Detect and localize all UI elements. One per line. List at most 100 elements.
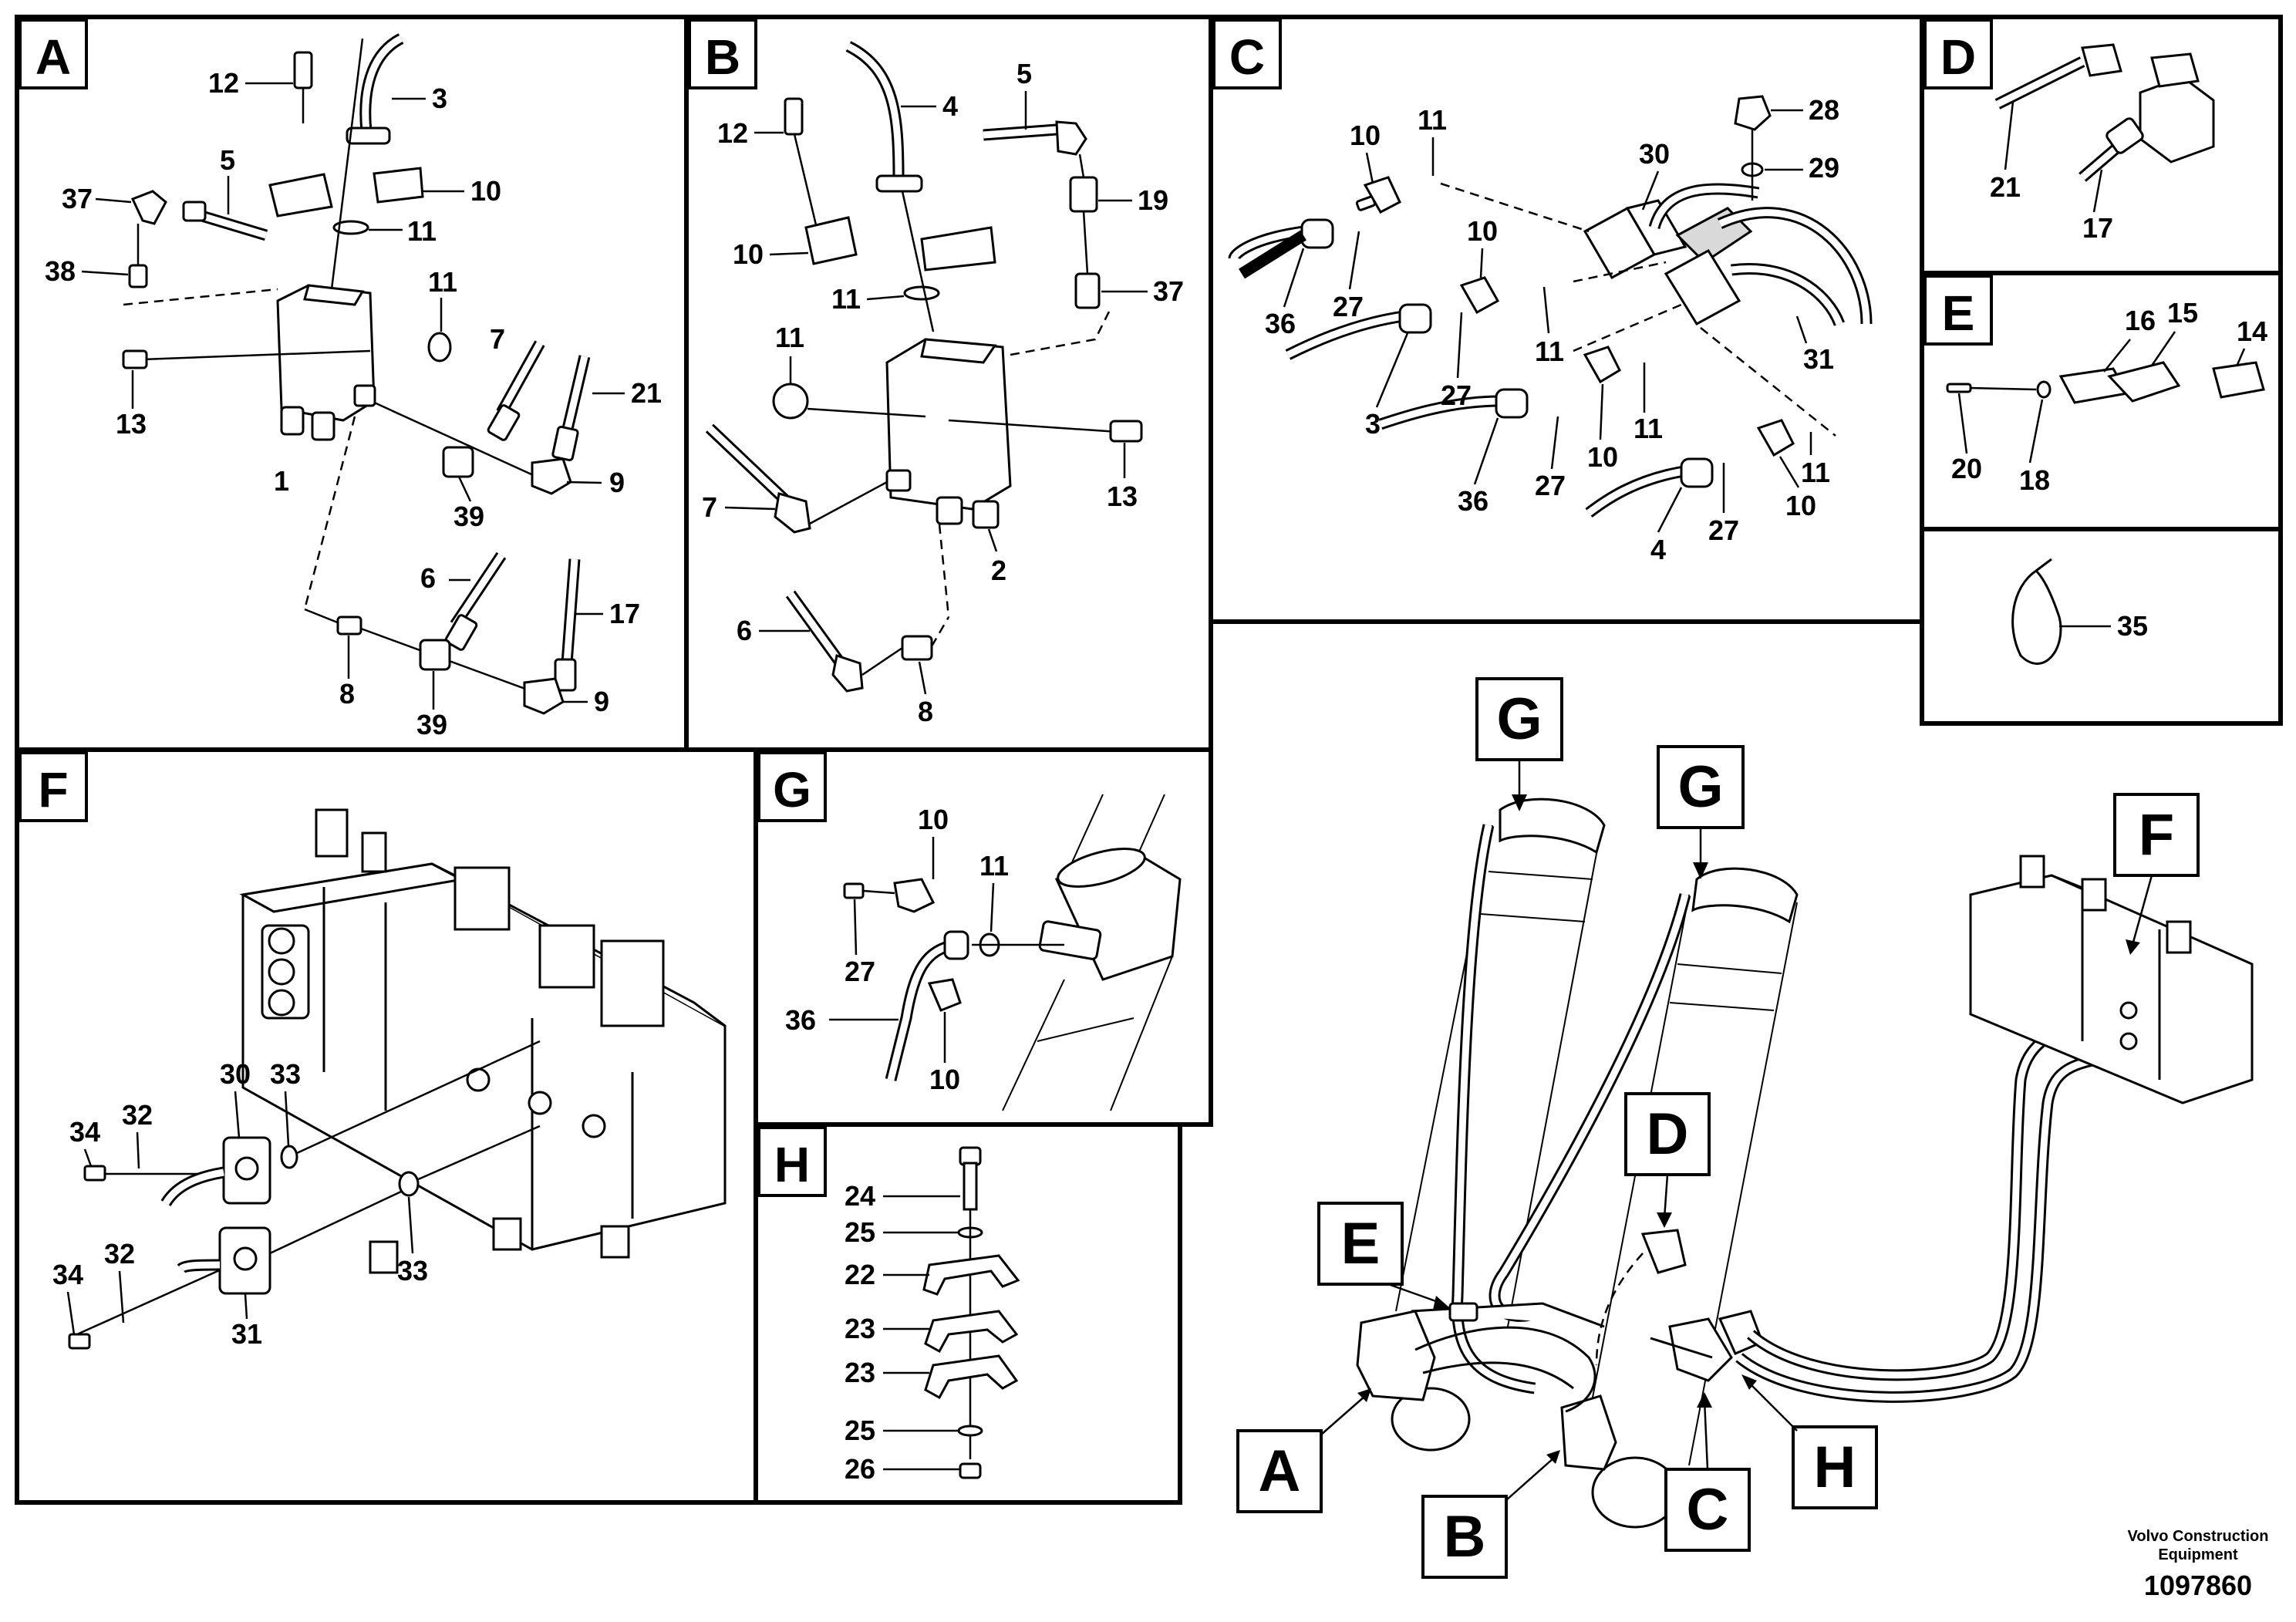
label-h-25-bottom: 25: [845, 1415, 875, 1446]
label-c-11-c: 11: [1633, 413, 1663, 444]
label-c-11-b: 11: [1535, 336, 1564, 367]
label-a-11-top: 11: [407, 215, 437, 247]
label-f-31: 31: [231, 1318, 262, 1350]
label-a-21: 21: [631, 377, 662, 409]
label-a-9-bottom: 9: [594, 686, 609, 717]
label-c-36-a: 36: [1265, 308, 1296, 339]
label-f-30: 30: [220, 1058, 251, 1090]
label-a-6: 6: [420, 562, 436, 594]
label-b-7: 7: [702, 491, 717, 523]
label-g-10-top: 10: [918, 804, 949, 835]
label-b-12: 12: [717, 117, 748, 149]
label-c-28: 28: [1809, 94, 1839, 126]
panel-d-letter: D: [1940, 29, 1976, 85]
label-a-7: 7: [490, 323, 505, 355]
label-e-14: 14: [2237, 315, 2267, 347]
label-h-23-b: 23: [845, 1357, 875, 1388]
panel-f-letter: F: [38, 762, 68, 818]
callout-g-left: G: [1496, 686, 1542, 752]
panel-h-letter: H: [774, 1137, 810, 1192]
label-g-27: 27: [845, 956, 875, 987]
label-c-29: 29: [1809, 152, 1839, 184]
label-e-18: 18: [2019, 464, 2050, 496]
drawing-number: 1097860: [2144, 1570, 2252, 1601]
brand-line-1: Volvo Construction: [2128, 1528, 2269, 1545]
label-h-22: 22: [845, 1259, 875, 1290]
footer: Volvo Construction Equipment 1097860: [2128, 1528, 2269, 1601]
panel-d: D 21 17: [1920, 15, 2283, 275]
label-b-6: 6: [737, 615, 752, 646]
label-c-27-d: 27: [1708, 514, 1739, 546]
label-c-27-b: 27: [1441, 379, 1472, 411]
label-35: 35: [2117, 610, 2148, 642]
panel-c: C: [1209, 15, 1924, 624]
label-f-32-a: 32: [122, 1099, 153, 1131]
label-g-36: 36: [785, 1004, 816, 1036]
callout-g-right: G: [1677, 754, 1723, 820]
label-e-20: 20: [1951, 453, 1982, 484]
label-c-11-a: 11: [1418, 104, 1447, 136]
label-a-10: 10: [470, 175, 501, 207]
label-f-33-a: 33: [270, 1058, 301, 1090]
label-c-31: 31: [1803, 343, 1834, 375]
callout-b: B: [1444, 1504, 1486, 1570]
label-a-1: 1: [274, 465, 289, 497]
callout-h: H: [1814, 1435, 1856, 1500]
label-b-5: 5: [1017, 58, 1032, 89]
panel-cable-tie: 35: [1920, 527, 2283, 726]
label-c-11-d: 11: [1801, 457, 1830, 488]
label-c-3: 3: [1365, 408, 1381, 440]
panel-e: E 16 15 14 20 18: [1920, 271, 2283, 531]
label-b-11-left: 11: [775, 322, 804, 353]
panel-g-letter: G: [773, 762, 811, 818]
label-c-10-c: 10: [1587, 441, 1618, 473]
label-a-12: 12: [208, 67, 239, 99]
panel-f: F: [15, 747, 758, 1505]
label-a-39-top: 39: [453, 501, 484, 532]
label-c-10-d: 10: [1785, 490, 1816, 521]
label-c-36-b: 36: [1458, 485, 1489, 517]
label-a-8: 8: [339, 678, 355, 710]
label-a-9-top: 9: [609, 467, 625, 498]
label-f-34-b: 34: [52, 1259, 83, 1290]
overview-illustration: [1356, 798, 2254, 1529]
panel-a-letter: A: [35, 29, 71, 85]
label-b-8: 8: [918, 696, 933, 727]
panel-g: G 10 11 27 36 10: [754, 747, 1213, 1127]
label-b-4: 4: [942, 90, 958, 122]
label-b-37: 37: [1153, 275, 1184, 307]
label-h-23-a: 23: [845, 1313, 875, 1344]
panel-a: A: [15, 15, 689, 752]
label-b-10: 10: [733, 238, 764, 270]
callout-e: E: [1341, 1211, 1381, 1276]
callout-d: D: [1647, 1101, 1689, 1167]
panel-e-letter: E: [1942, 285, 1975, 341]
label-a-38: 38: [45, 255, 76, 287]
label-f-33-b: 33: [397, 1255, 428, 1286]
label-b-13: 13: [1107, 481, 1138, 512]
label-c-27-a: 27: [1333, 291, 1364, 322]
overview-callouts: G G F E D A B C H: [1236, 677, 2200, 1579]
label-c-10-a: 10: [1350, 120, 1381, 151]
label-e-15: 15: [2167, 297, 2198, 329]
label-h-24: 24: [845, 1180, 875, 1212]
label-h-26: 26: [845, 1453, 875, 1485]
label-g-10-bottom: 10: [929, 1064, 960, 1095]
label-c-30: 30: [1639, 138, 1670, 170]
panel-b-letter: B: [705, 29, 740, 85]
label-c-4: 4: [1650, 534, 1666, 565]
callout-a: A: [1259, 1438, 1301, 1504]
label-a-5: 5: [220, 144, 235, 176]
label-f-32-b: 32: [104, 1238, 135, 1270]
label-g-11: 11: [979, 850, 1009, 882]
label-b-11-top: 11: [831, 283, 861, 315]
callout-c: C: [1687, 1477, 1729, 1543]
label-a-17: 17: [609, 598, 640, 629]
label-a-37: 37: [62, 183, 93, 214]
label-b-19: 19: [1138, 184, 1168, 216]
panel-b: B: [684, 15, 1213, 752]
label-a-13: 13: [116, 408, 147, 440]
label-a-39-bottom: 39: [416, 709, 447, 740]
label-c-10-b: 10: [1467, 215, 1498, 247]
